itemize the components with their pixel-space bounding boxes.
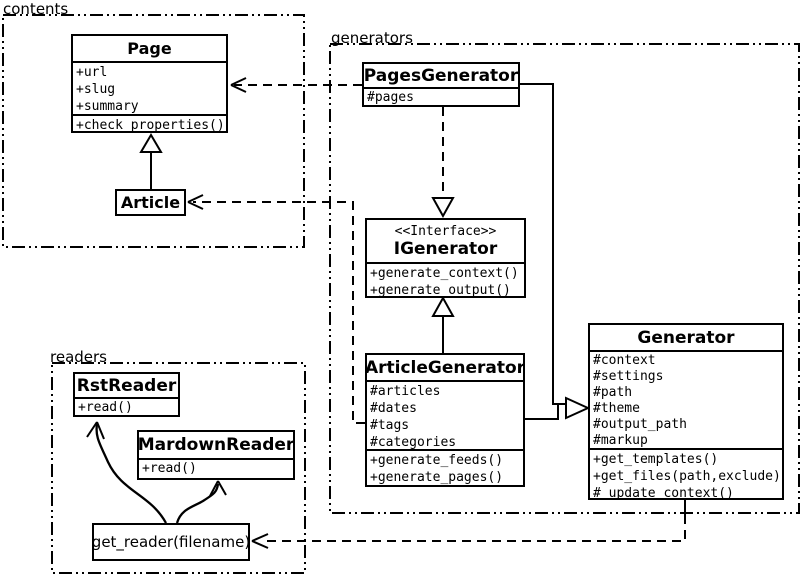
method: +get_files(path,exclude) — [593, 469, 781, 484]
attribute: +url — [76, 65, 108, 80]
methods-compartment: +get_templates() +get_files(path,exclude… — [590, 448, 782, 498]
edge-generator-to-getreader — [266, 515, 686, 542]
method: +generate_context() — [370, 266, 519, 281]
method: +get_templates() — [593, 452, 719, 467]
class-box-article: Article — [115, 189, 186, 216]
attribute: #categories — [370, 435, 457, 450]
class-box-page: Page +url +slug +summary +check_properti… — [71, 34, 228, 133]
class-box-pagesgenerator: PagesGenerator #pages — [362, 62, 520, 107]
edge-getreader-to-rstreader — [95, 423, 168, 524]
attribute: +summary — [76, 99, 139, 114]
edge-pagesgenerator-to-generator — [520, 83, 566, 405]
package-label-contents: contents — [3, 0, 69, 18]
arrowhead-into-article — [187, 194, 204, 210]
method: +read() — [78, 400, 133, 415]
attribute: #path — [593, 385, 633, 400]
arrowhead-into-rstreader — [86, 421, 105, 440]
class-title-article: Article — [120, 193, 181, 212]
methods-compartment: +check_properties() — [73, 114, 226, 133]
class-box-igenerator: <<Interface>> IGenerator +generate_conte… — [365, 218, 526, 298]
attribute: #context — [593, 353, 656, 368]
class-title-generator: Generator — [637, 327, 735, 348]
method: +generate_output() — [370, 283, 511, 298]
method: +generate_feeds() — [370, 453, 504, 468]
attributes-compartment: +url +slug +summary — [73, 61, 226, 114]
class-box-generator: Generator #context #settings #path #them… — [588, 323, 784, 500]
attributes-compartment: #pages — [364, 87, 518, 105]
methods-compartment: +read() — [139, 458, 293, 478]
method: #_update_context() — [593, 486, 734, 500]
attribute: #dates — [370, 401, 417, 416]
class-title-page: Page — [127, 39, 172, 58]
triangle-into-igenerator-top — [431, 197, 455, 219]
arrowhead-into-page — [230, 77, 247, 93]
class-title-mardownreader: MardownReader — [137, 435, 295, 455]
edge-articlegenerator-to-generator — [525, 404, 559, 420]
methods-compartment: +read() — [75, 397, 178, 415]
attribute: #markup — [593, 433, 648, 448]
arrowhead-into-getreader — [251, 533, 269, 549]
triangle-into-igenerator-bottom — [431, 295, 455, 317]
class-box-rstreader: RstReader +read() — [73, 372, 180, 417]
method: +generate_pages() — [370, 470, 504, 485]
method: +check_properties() — [76, 118, 225, 133]
attribute: +slug — [76, 82, 116, 97]
class-box-mardownreader: MardownReader +read() — [137, 430, 295, 480]
method: +read() — [142, 461, 197, 476]
class-box-articlegenerator: ArticleGenerator #articles #dates #tags … — [365, 353, 525, 487]
package-border-readers — [51, 362, 306, 574]
edge-articlegenerator-to-article — [193, 201, 365, 424]
function-box-get-reader: get_reader(filename) — [92, 523, 250, 561]
attribute: #settings — [593, 369, 664, 384]
arrowhead-into-mardownreader — [209, 480, 227, 497]
package-border-contents — [2, 14, 305, 248]
triangle-into-generator — [565, 396, 591, 420]
package-border-generators — [329, 43, 800, 514]
class-title-text: IGenerator — [393, 238, 498, 259]
package-label-generators: generators — [331, 29, 413, 47]
edge-getreader-to-mardownreader — [175, 483, 220, 524]
attribute: #articles — [370, 384, 441, 399]
attribute: #output_path — [593, 417, 687, 432]
methods-compartment: +generate_context() +generate_output() — [367, 262, 524, 296]
methods-compartment: +generate_feeds() +generate_pages() — [367, 449, 523, 485]
attribute: #theme — [593, 401, 640, 416]
class-title-articlegenerator: ArticleGenerator — [365, 357, 525, 378]
attribute: #pages — [367, 90, 414, 105]
class-title-rstreader: RstReader — [76, 375, 177, 396]
class-title-pagesgenerator: PagesGenerator — [363, 65, 519, 86]
package-label-readers: readers — [50, 348, 107, 366]
triangle-into-page — [139, 133, 163, 153]
class-title-igenerator: <<Interface>> IGenerator — [367, 220, 524, 262]
attributes-compartment: #articles #dates #tags #categories — [367, 380, 523, 450]
stereotype-label: <<Interface>> — [394, 223, 497, 239]
attributes-compartment: #context #settings #path #theme #output_… — [590, 350, 782, 448]
attribute: #tags — [370, 418, 410, 433]
